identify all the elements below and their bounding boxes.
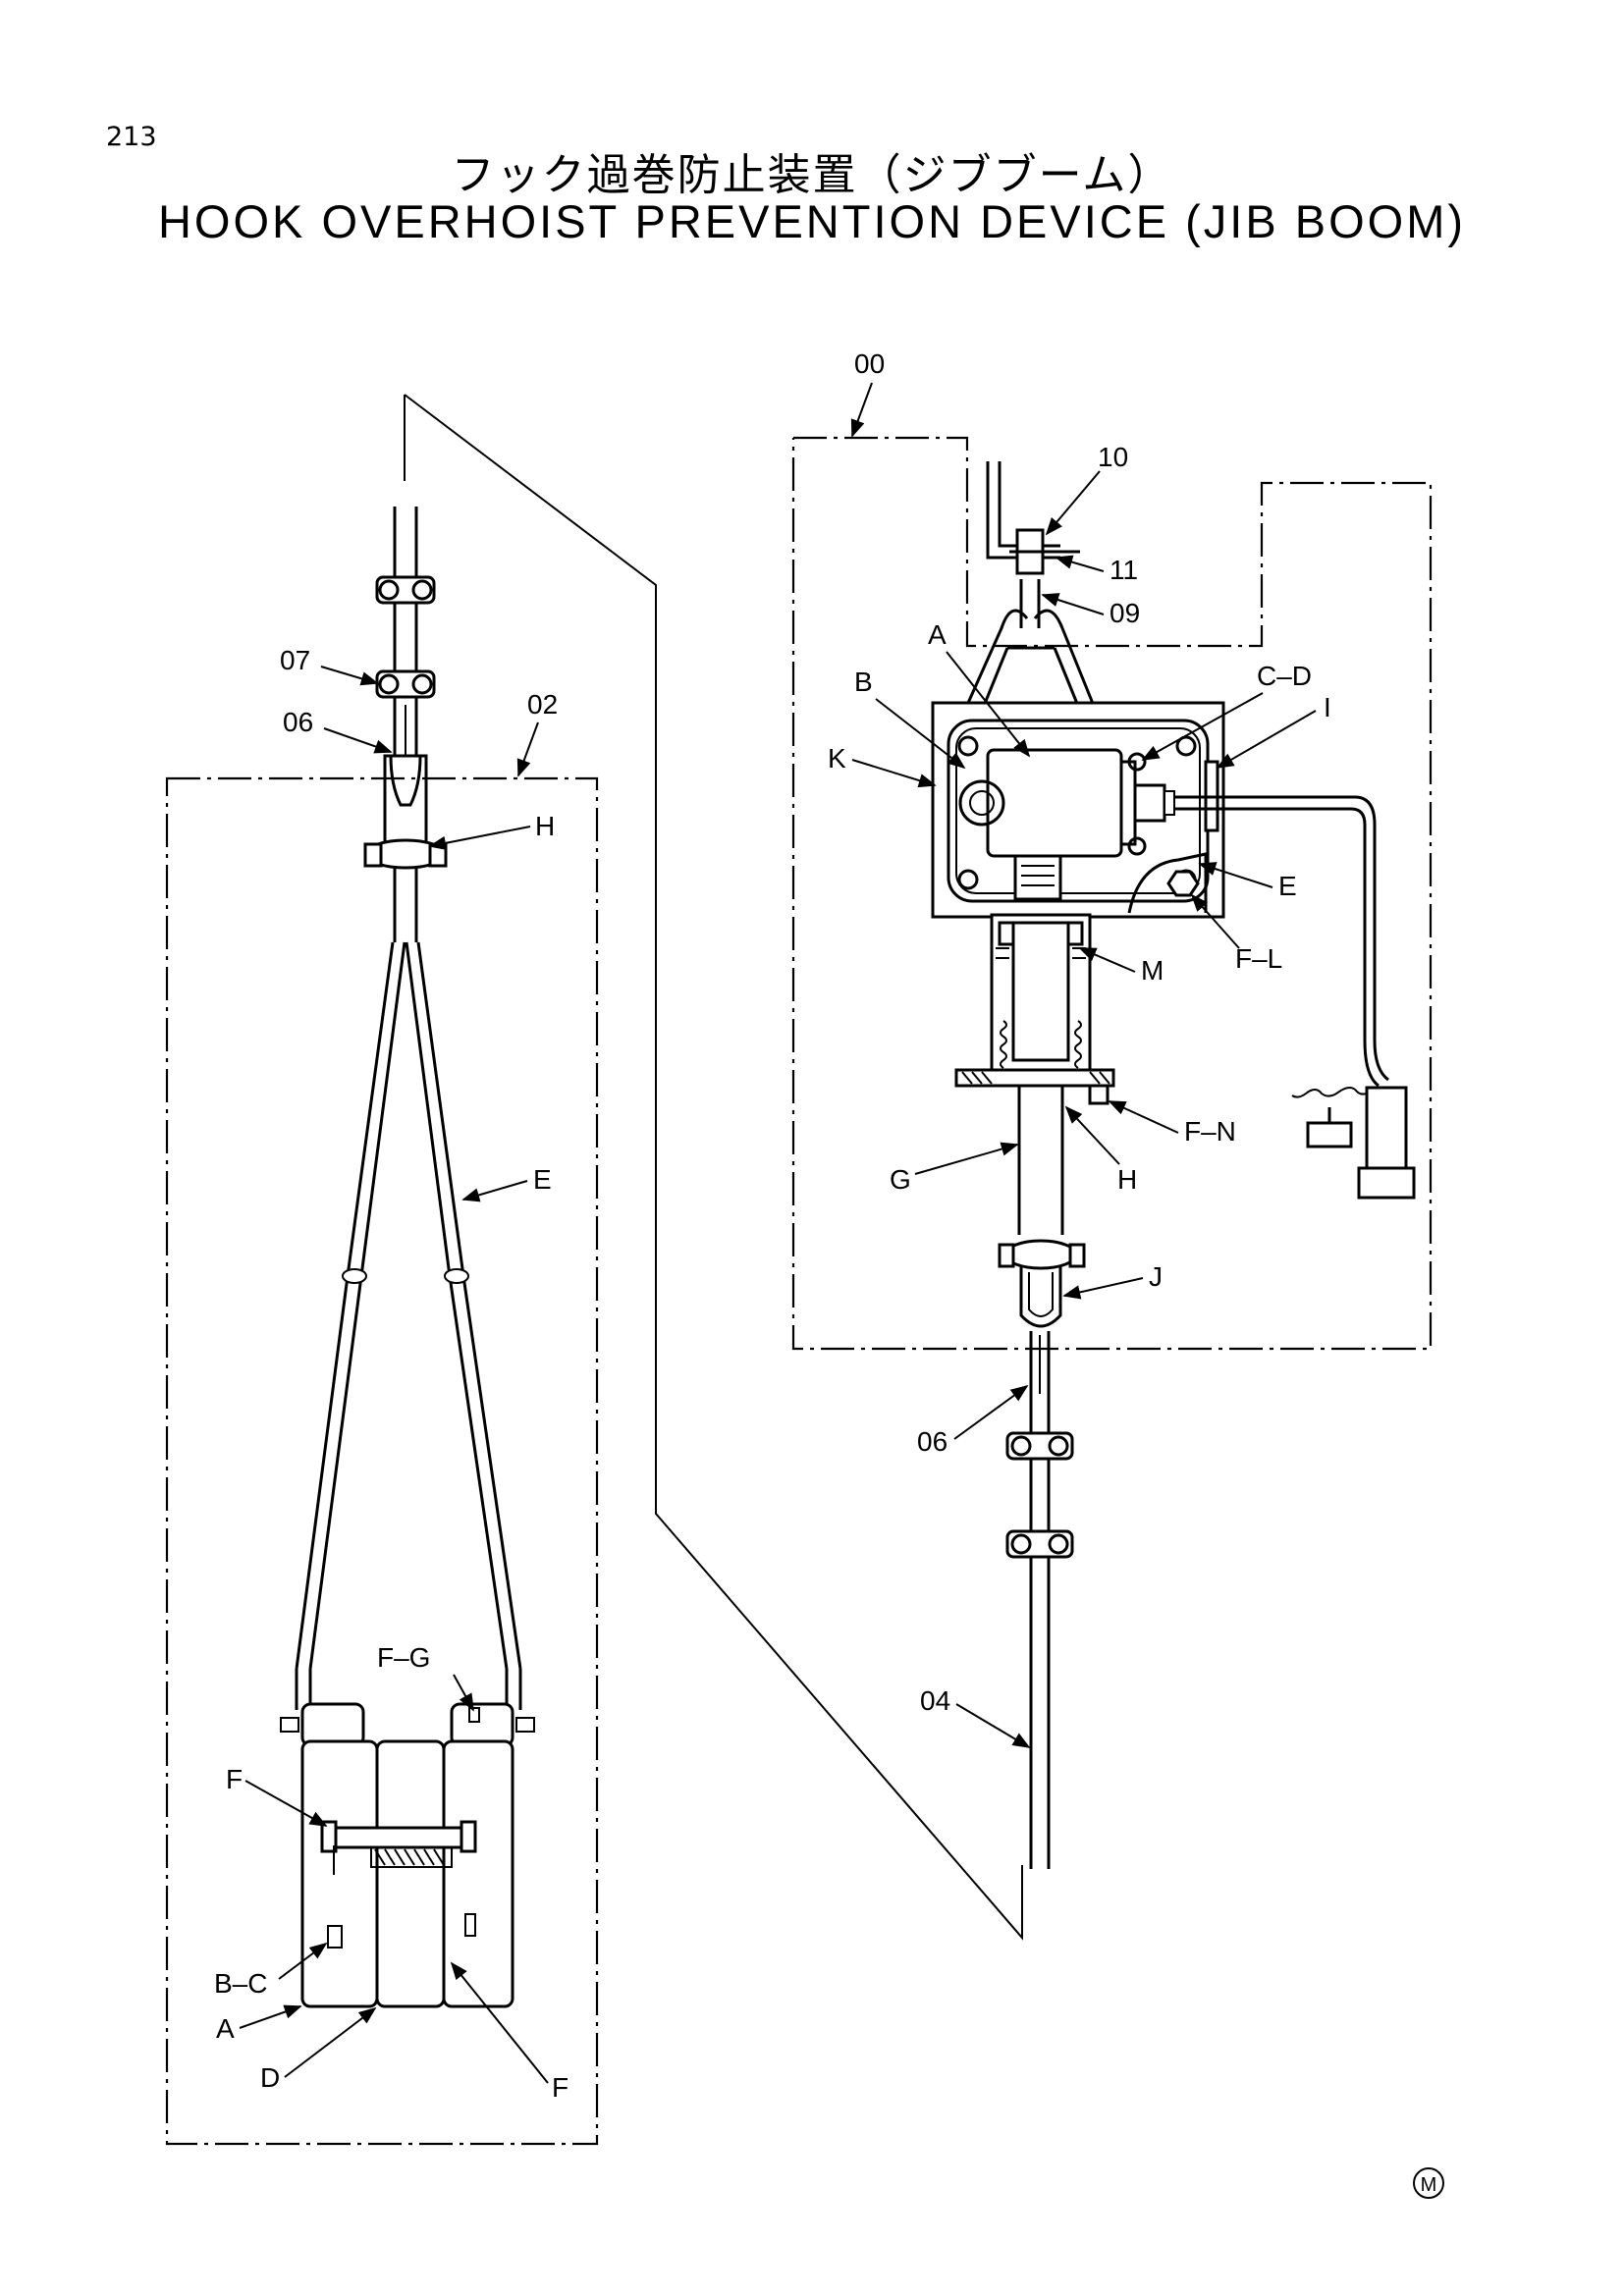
label-bolt-f2: F: [552, 2072, 568, 2103]
right-shackle: [998, 1239, 1086, 1328]
page-number: 213: [106, 122, 157, 152]
label-eye-09: 09: [1110, 598, 1140, 628]
right-callouts: 00 10 11 09 A B C–D I K E F–L M F–N: [828, 348, 1331, 1748]
label-pipe-h: H: [1117, 1164, 1137, 1195]
svg-text:M: M: [1421, 2174, 1437, 2196]
label-rod-g: G: [890, 1164, 911, 1195]
left-shackle: [363, 754, 448, 942]
left-wire-clip-lower: [375, 669, 436, 699]
left-wire-rope: [393, 507, 418, 756]
label-bolt-bc: B–C: [214, 1968, 267, 1999]
left-callouts: 07 06 02 H E F–G F B–C A D F: [214, 645, 568, 2103]
label-thimble-06: 06: [917, 1426, 947, 1457]
left-assembly: 07 06 02 H E F–G F B–C A D F: [165, 507, 599, 2146]
label-rope-04: 04: [920, 1685, 950, 1716]
label-shackle-j: J: [1149, 1261, 1163, 1292]
right-assembly: 00 10 11 09 A B C–D I K E F–L M F–N: [791, 348, 1433, 1869]
left-boundary-box: [165, 776, 599, 2146]
label-screw-cd: C–D: [1257, 661, 1312, 691]
label-switch-a: A: [928, 619, 947, 650]
label-weight-d: D: [260, 2062, 280, 2093]
right-rod: [1017, 1086, 1064, 1235]
label-bolt-fn: F–N: [1184, 1116, 1236, 1147]
title-english: HOOK OVERHOIST PREVENTION DEVICE (JIB BO…: [157, 195, 1467, 247]
label-pin-lock-fg: F–G: [377, 1642, 430, 1673]
right-top-bracket: [986, 461, 1080, 628]
label-clip-07: 07: [280, 645, 310, 675]
label-gasket-k: K: [828, 743, 846, 774]
label-case-b: B: [854, 667, 873, 697]
label-weight-a: A: [216, 2013, 235, 2044]
right-cable: [1174, 795, 1416, 1200]
maker-mark: M: [1413, 2167, 1444, 2199]
label-assy-02: 02: [527, 689, 558, 720]
label-nut-fl: F–L: [1235, 943, 1282, 974]
label-nut-11: 11: [1110, 555, 1138, 585]
left-wire-clip-upper: [375, 575, 436, 605]
right-boundary: [791, 436, 1433, 1351]
left-counterweight: [280, 1702, 535, 2008]
right-wire-rope: [1005, 1331, 1074, 1869]
label-lever-e: E: [1278, 871, 1297, 901]
label-spring-m: M: [1141, 955, 1164, 986]
right-spring-tube: [954, 913, 1115, 1105]
left-sling-legs: [295, 941, 522, 1710]
label-bolt-f1: F: [226, 1764, 243, 1794]
label-thimble-06: 06: [283, 707, 313, 737]
label-sling-e: E: [533, 1164, 552, 1195]
title-japanese: フック過巻防止装置（ジブブーム）: [451, 150, 1173, 200]
group-link-outline: [404, 394, 1023, 1941]
label-cover-i: I: [1324, 692, 1331, 722]
label-shackle-h: H: [535, 811, 555, 841]
label-bolt-10: 10: [1098, 442, 1128, 472]
label-assy-00: 00: [854, 348, 885, 379]
